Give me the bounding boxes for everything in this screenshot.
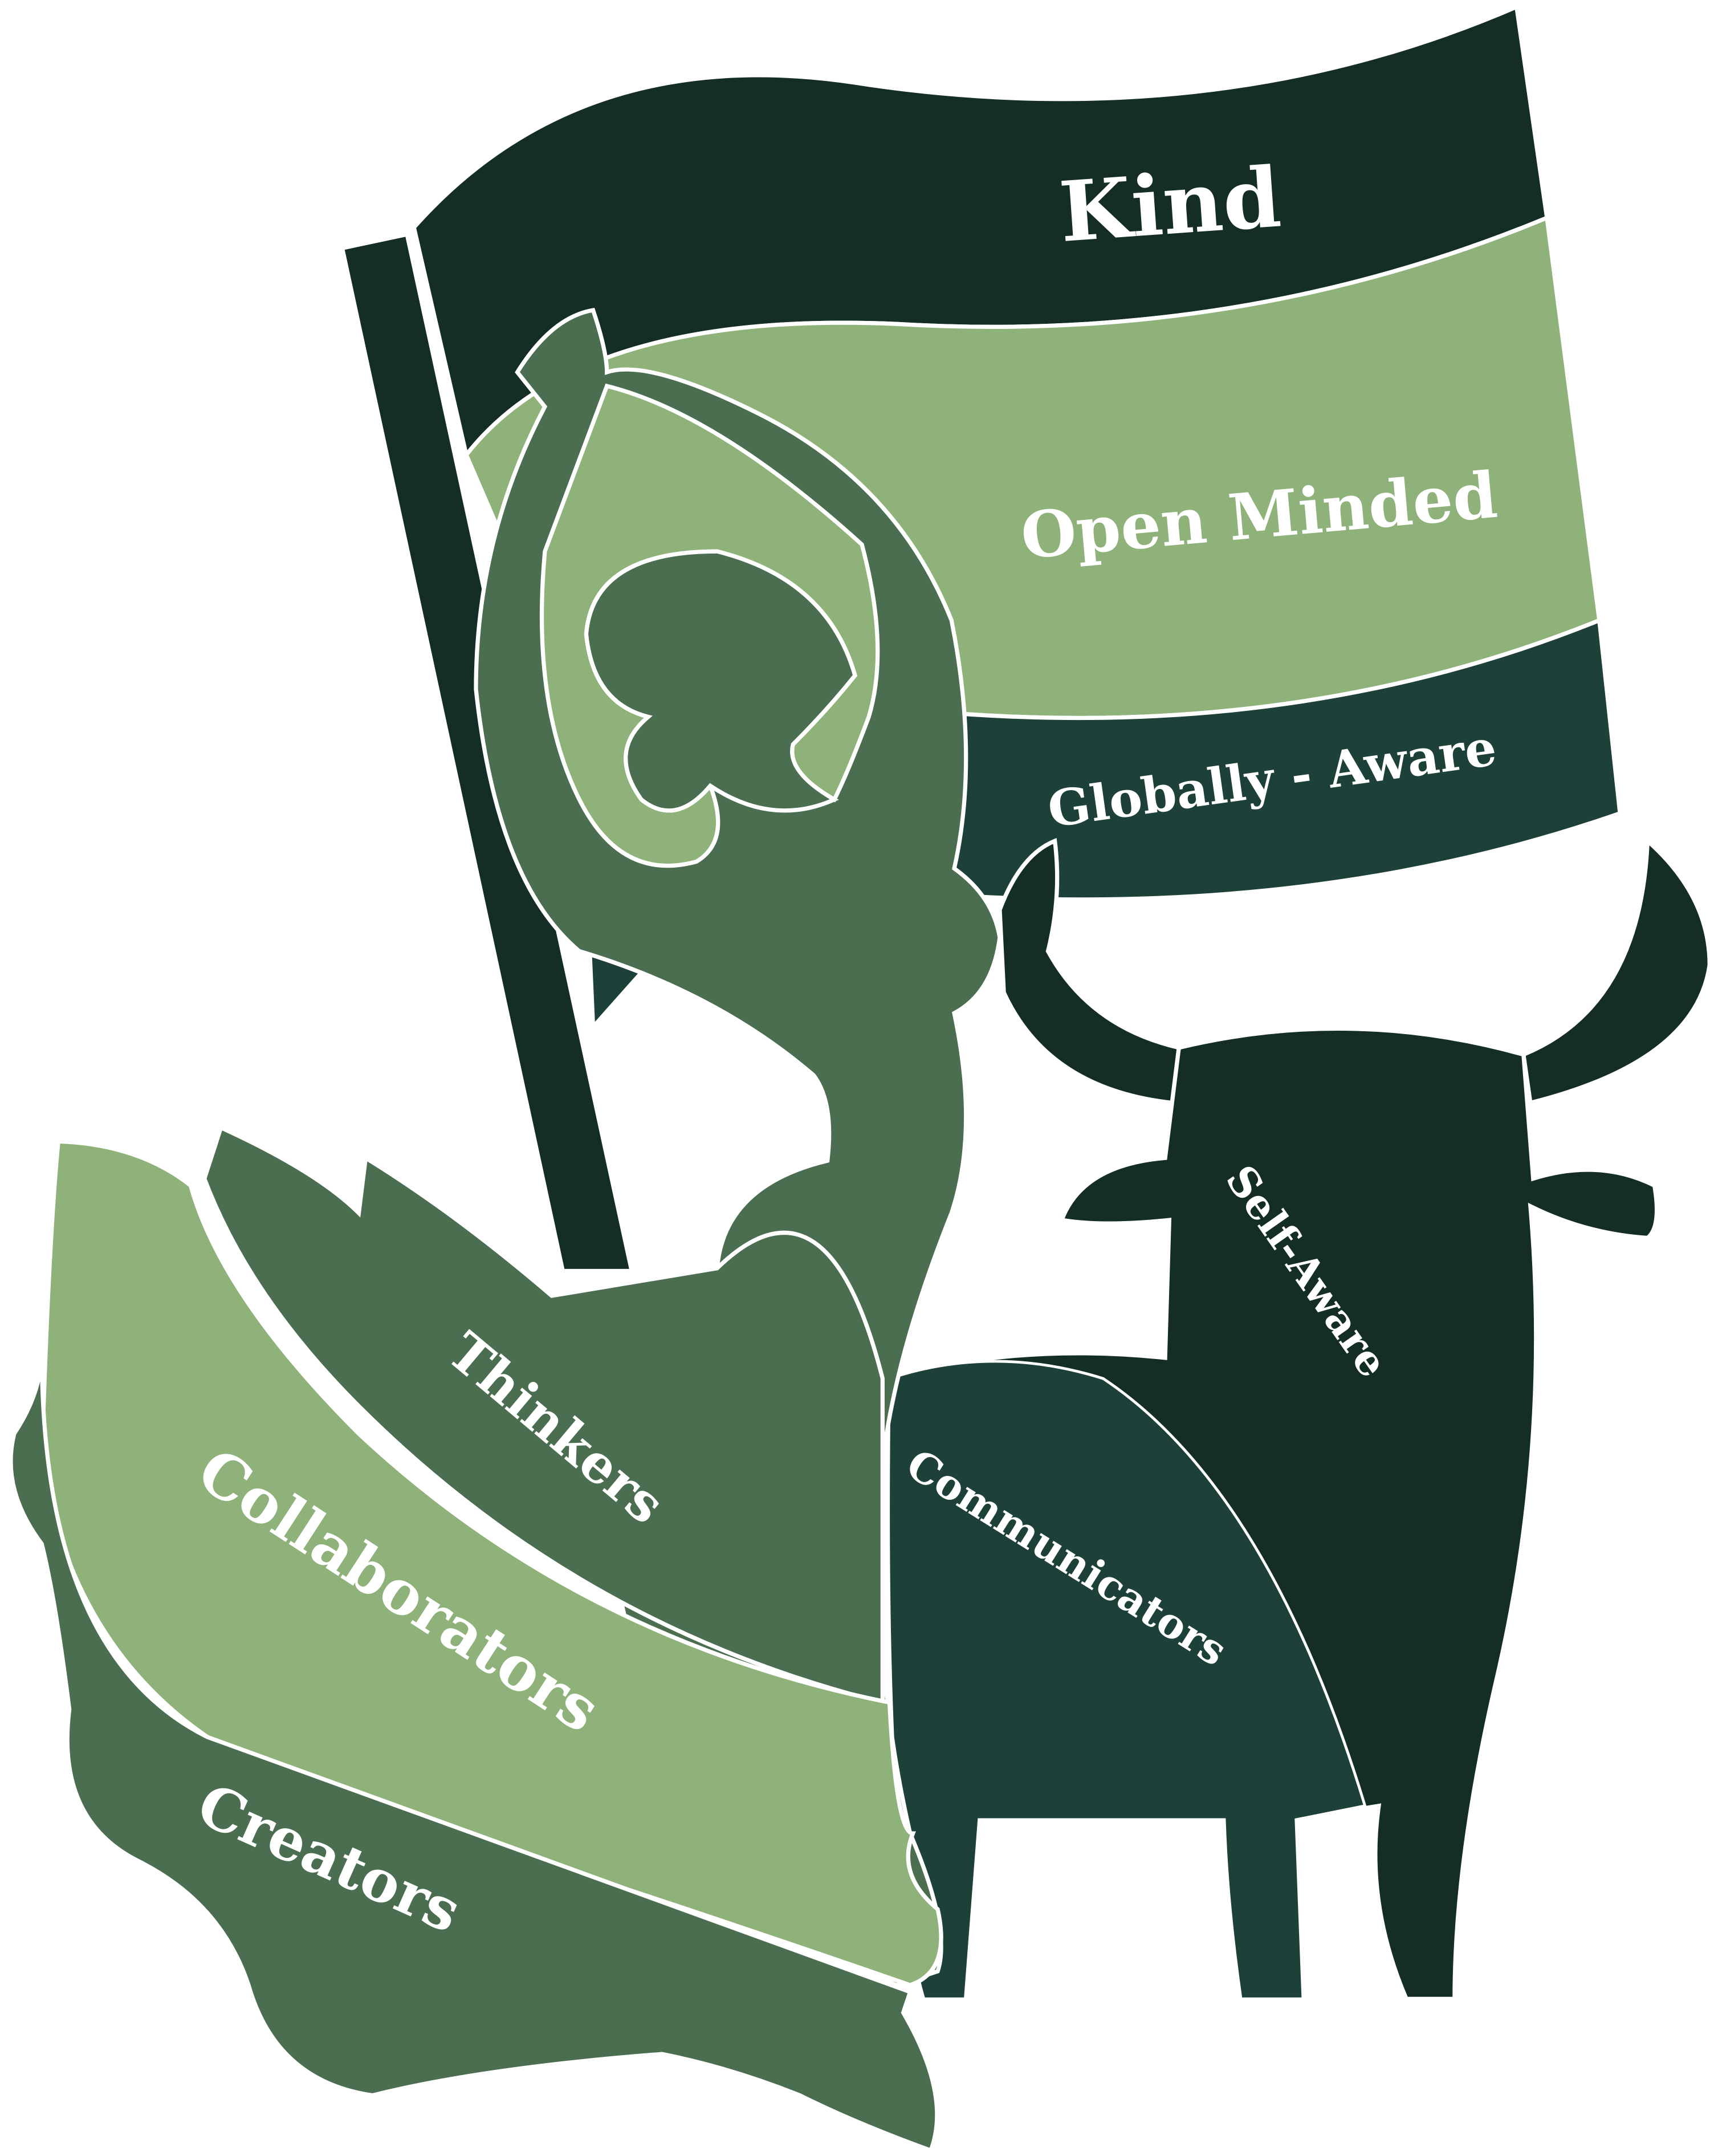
dress-band-collaborators [39,1139,943,1987]
bull-horns [997,836,1710,1106]
flag-label-kind: Kind [1056,149,1284,261]
woman-head [584,549,858,813]
dress-band-thinkers [202,1125,885,1706]
dress-band-creators [9,1350,939,2153]
